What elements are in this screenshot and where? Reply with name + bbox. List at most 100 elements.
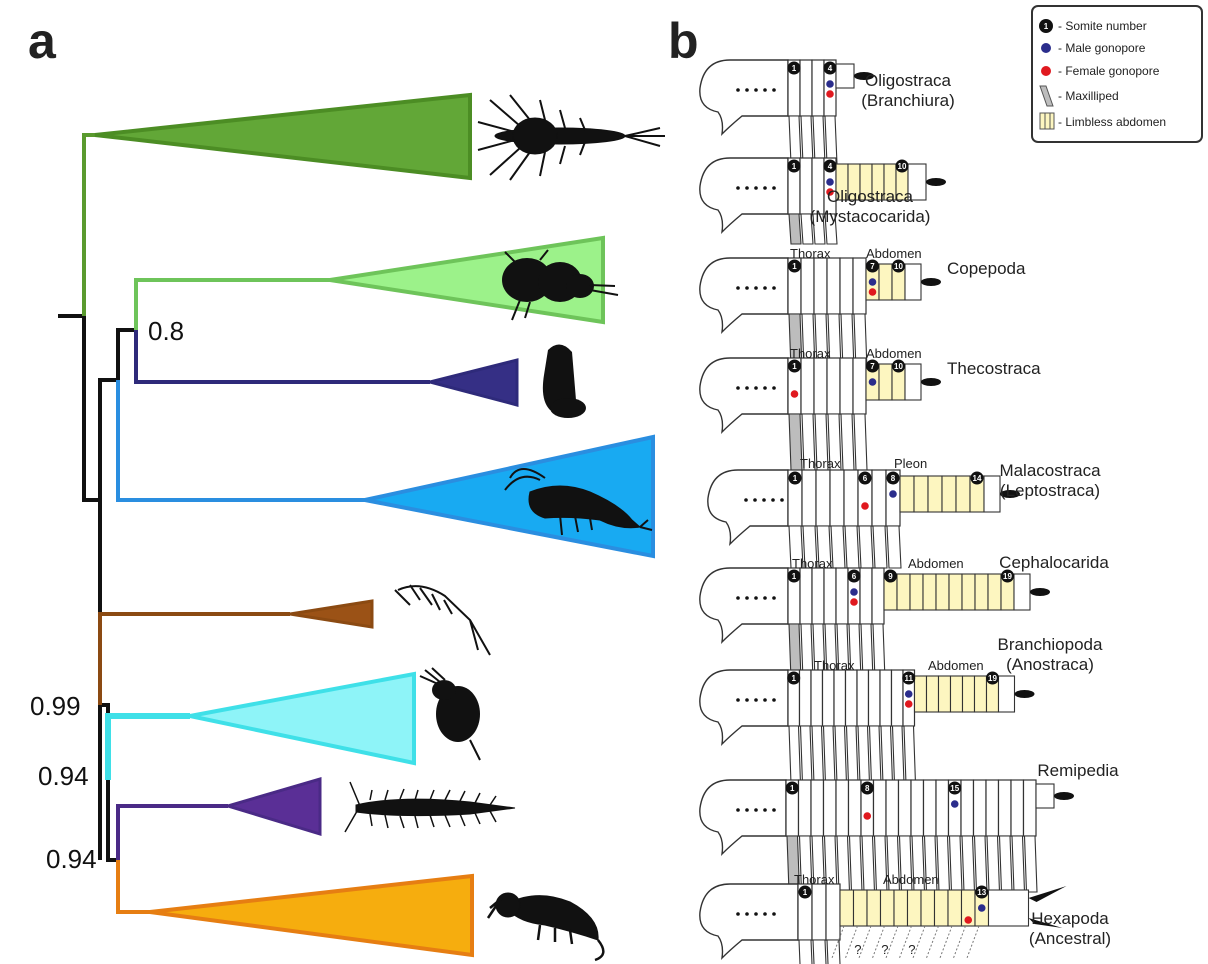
abdomen-label: Abdomen: [908, 556, 964, 571]
dashed-appendage: [926, 925, 939, 959]
dot-marker: [772, 698, 776, 702]
dot-marker: [745, 596, 749, 600]
somite-number-marker: [787, 61, 801, 75]
dot-marker: [736, 808, 740, 812]
thoracic-leg: [830, 525, 846, 569]
thoracic-leg: [811, 725, 825, 785]
dashed-appendage: [858, 925, 872, 959]
taxon-name: Oligostraca: [865, 71, 952, 90]
dashed-appendage: [912, 925, 926, 959]
somite-number: 14: [973, 474, 982, 483]
dot-marker: [754, 386, 758, 390]
abdomen-label: Abdomen: [883, 872, 939, 887]
clade-cephalocarida: [98, 599, 374, 705]
thoracic-leg: [880, 725, 894, 785]
taxon-name: Oligostraca: [827, 187, 914, 206]
abdominal-segment: [922, 573, 937, 611]
thoracic-leg: [903, 725, 917, 785]
dot-marker: [772, 88, 776, 92]
dot-marker: [763, 88, 767, 92]
dot-marker: [745, 286, 749, 290]
dot-marker: [754, 596, 758, 600]
head-segment: [707, 469, 789, 546]
telson: [983, 475, 1001, 513]
thoracic-segment: [839, 257, 854, 315]
abdominal-segment: [909, 573, 924, 611]
clade-malacostraca: [116, 380, 655, 559]
thoracic-leg: [788, 725, 802, 785]
remipede-silhouette-icon: [344, 781, 516, 833]
somite-number: 1: [792, 262, 797, 271]
somite-number-marker: [787, 569, 801, 583]
abdominal-segment: [973, 675, 988, 713]
somite-number-marker: [895, 159, 909, 173]
thoracic-leg: [800, 213, 814, 245]
somite-number: 13: [977, 888, 986, 897]
abdominal-segment: [839, 889, 855, 927]
thoracic-segment: [799, 59, 813, 117]
abdominal-segment: [920, 889, 936, 927]
dot-marker: [772, 386, 776, 390]
head-segment: [699, 59, 789, 136]
head-segment: [699, 257, 789, 334]
abdominal-segment: [852, 889, 868, 927]
thoracic-leg: [812, 115, 826, 165]
female-gonopore-dot: [863, 812, 872, 820]
abdominal-segment: [878, 363, 893, 401]
legend-somite-number: 1: [1044, 22, 1049, 31]
thoracic-segment: [811, 157, 825, 215]
thoracic-segment: [871, 469, 887, 527]
abdominal-segment: [927, 475, 943, 513]
thoracic-leg: [826, 939, 841, 964]
thoracic-leg: [834, 725, 848, 785]
dashed-appendage: [831, 925, 845, 959]
dot-marker: [745, 186, 749, 190]
dot-marker: [745, 386, 749, 390]
thoracic-segment: [823, 567, 837, 625]
furca: [1014, 690, 1035, 698]
somite-number: 7: [870, 262, 875, 271]
abdomen-label: Abdomen: [928, 658, 984, 673]
thoracic-segment: [813, 357, 828, 415]
abdominal-segment: [878, 263, 893, 301]
dot-marker: [772, 186, 776, 190]
male-gonopore-dot-icon: [1041, 43, 1051, 53]
furca: [1030, 588, 1050, 596]
taxon-subname: (Ancestral): [1029, 929, 1111, 948]
dot-marker: [744, 498, 748, 502]
dot-marker: [736, 596, 740, 600]
thoracic-leg: [845, 725, 859, 785]
thoracic-segment: [810, 779, 825, 837]
dashed-appendage: [885, 925, 899, 959]
thoracic-segment: [839, 357, 854, 415]
panel-a-label: a: [28, 13, 57, 69]
thoracic-leg: [824, 115, 838, 165]
pleon-label: Pleon: [894, 456, 927, 471]
abdominal-segment: [893, 889, 909, 927]
male-gonopore-dot: [950, 800, 959, 808]
support-value: 0.94: [46, 844, 97, 874]
copepod-silhouette-icon: [502, 249, 619, 321]
thoracic-segment: [829, 469, 845, 527]
thoracic-segment: [844, 669, 858, 727]
somite-number-marker: [1001, 569, 1014, 583]
taxon-labels: Oligostraca (Branchiura) Oligostraca (My…: [810, 71, 1120, 948]
thoracic-leg: [844, 525, 860, 569]
question-mark: ?: [854, 942, 861, 957]
dot-marker: [763, 386, 767, 390]
telson: [904, 263, 922, 301]
thoracic-segment: [799, 567, 813, 625]
somite-number: 9: [888, 572, 893, 581]
somite-number: 10: [894, 362, 903, 371]
thoracic-segment: [815, 469, 831, 527]
thoracic-segment: [890, 669, 904, 727]
abdominal-segment: [955, 475, 971, 513]
thoracic-segment: [922, 779, 937, 837]
thoracic-segment: [798, 669, 812, 727]
clade-branchiopoda: [105, 671, 416, 780]
